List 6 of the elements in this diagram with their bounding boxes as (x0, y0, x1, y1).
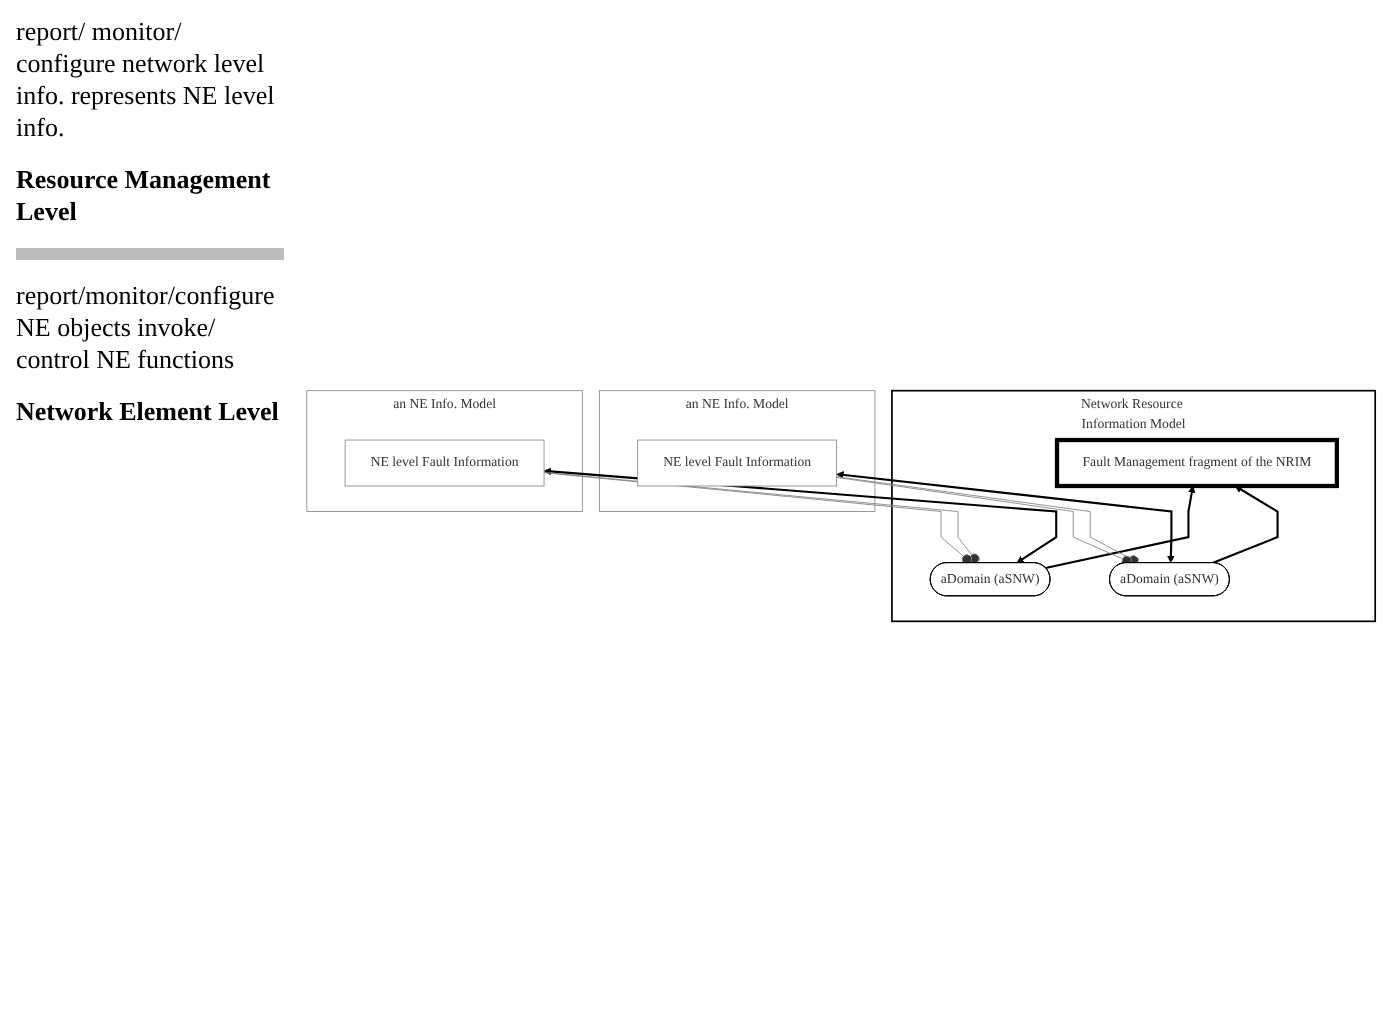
arrow (1212, 485, 1279, 564)
arrow (1045, 485, 1196, 569)
level-label: Network Element Level (16, 396, 281, 428)
level-label: Resource Management Level (16, 164, 273, 228)
note-text: report/monitor/configure NE objects invoke/ control NE functions (16, 280, 277, 376)
note-text: report/ monitor/ configure network level info. represents NE level info. (16, 16, 277, 144)
